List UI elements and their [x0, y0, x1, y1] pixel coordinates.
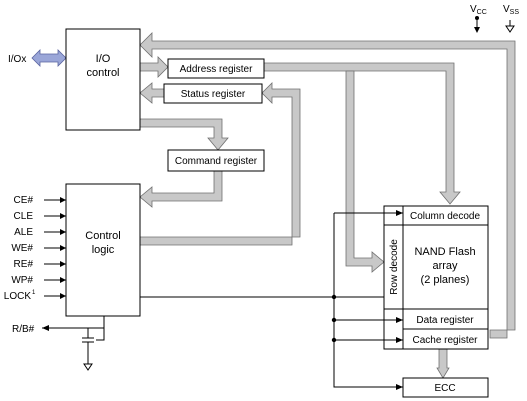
- ecc-wire-arrowhead: [396, 384, 403, 390]
- control-logic-label-line2: logic: [92, 244, 115, 256]
- vss-base: V: [503, 4, 510, 15]
- status-register-block: [163, 83, 263, 104]
- column-decode-block: [402, 205, 489, 226]
- vcc-subscript: CC: [477, 9, 487, 16]
- column-wire-arrowhead: [396, 210, 403, 216]
- io-control-block: [65, 28, 141, 131]
- vcc-pin-icon: [475, 16, 479, 20]
- power-pins: [474, 16, 515, 33]
- wp-pin-label: WP#: [11, 275, 33, 286]
- control-logic-label-line1: Control: [85, 230, 120, 242]
- ce-pin-label: CE#: [14, 195, 34, 206]
- ale-pin-label: ALE: [14, 227, 33, 238]
- junction-dot: [331, 294, 337, 300]
- we-pin-label: WE#: [11, 243, 33, 254]
- cle-pin-label: CLE: [14, 211, 34, 222]
- vcc-label: VCC: [470, 4, 487, 16]
- data-register-label: Data register: [416, 315, 474, 326]
- io-to-command-bus: [139, 118, 229, 151]
- io-to-address-bus: [139, 56, 169, 78]
- cache-wire-arrowhead: [396, 337, 403, 343]
- address-to-row-bus: [345, 70, 385, 273]
- vcc-base: V: [470, 4, 477, 15]
- vss-subscript: SS: [510, 9, 520, 16]
- address-register-label: Address register: [180, 64, 253, 75]
- cache-register-label: Cache register: [412, 335, 478, 346]
- ground-symbol-icon: [83, 363, 93, 371]
- nand-array-label-line3: (2 planes): [421, 274, 470, 286]
- io-control-label-line1: I/O: [96, 53, 111, 65]
- command-register-label: Command register: [175, 156, 258, 167]
- vss-label: VSS: [503, 4, 519, 16]
- address-register-block: [167, 58, 265, 79]
- address-to-column-bus: [263, 62, 461, 205]
- cache-to-io-bus: [139, 32, 516, 339]
- control-logic-block: [65, 183, 141, 317]
- ready-busy-circuit: [42, 316, 105, 371]
- re-pin-label: RE#: [14, 259, 34, 270]
- lock-pin-label: LOCK: [4, 291, 32, 302]
- array-control-trunk: [333, 213, 403, 388]
- column-decode-label: Column decode: [410, 211, 480, 222]
- io-control-label-line2: control: [86, 67, 119, 79]
- nand-array-label-line2: array: [432, 260, 458, 272]
- lock-footnote-marker: 1: [32, 290, 36, 296]
- status-to-io-bus: [139, 82, 165, 104]
- row-decode-block: [383, 224, 404, 310]
- nand-array-label-line1: NAND Flash: [414, 246, 475, 258]
- command-register-block: [167, 149, 265, 172]
- cache-register-block: [402, 328, 489, 350]
- ready-busy-pin-label: R/B#: [12, 324, 35, 335]
- row-decode-label: Row decode: [389, 239, 400, 295]
- ecc-label: ECC: [434, 383, 455, 394]
- junction-dot: [331, 337, 337, 343]
- vss-ground-icon: [505, 25, 515, 33]
- input-pin-wires: [44, 197, 66, 299]
- junction-dot: [331, 317, 337, 323]
- data-wire-arrowhead: [396, 317, 403, 323]
- control-to-status-bus: [139, 82, 301, 246]
- io-pin-label: I/Ox: [8, 54, 26, 65]
- command-to-control-bus: [139, 170, 223, 208]
- status-register-label: Status register: [181, 89, 246, 100]
- io-pin-arrow: [31, 49, 67, 67]
